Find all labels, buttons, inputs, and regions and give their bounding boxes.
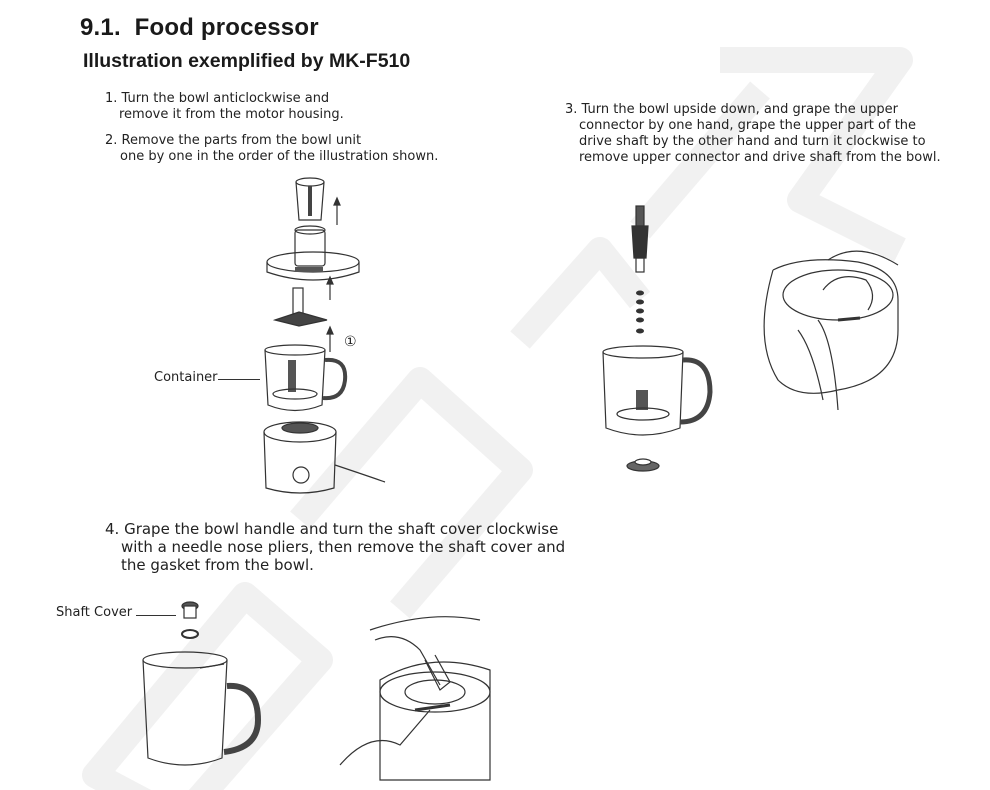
- shaft-cover-leader-line: [136, 615, 176, 616]
- container-leader-line: [218, 379, 260, 380]
- up-arrow-2: [326, 275, 334, 300]
- exploded-parts-illustration: [263, 177, 386, 494]
- section-heading: 9.1. Food processor: [80, 14, 319, 41]
- bowl: [602, 345, 713, 436]
- hands-turning-illustration: [763, 250, 899, 411]
- container-bowl: [264, 344, 348, 412]
- blade: [272, 287, 328, 327]
- motor-base: [263, 421, 386, 494]
- step-3: 3. Turn the bowl upside down, and grape …: [565, 102, 941, 165]
- subtitle: Illustration exemplified by MK-F510: [83, 50, 411, 72]
- step-2: 2. Remove the parts from the bowl unit o…: [105, 133, 439, 164]
- circle-one-marker: ①: [344, 334, 357, 350]
- bowl-side-view: [142, 651, 262, 766]
- step-1: 1. Turn the bowl anticlockwise and remov…: [105, 91, 344, 122]
- upper-connector-illustration: [602, 205, 899, 472]
- lid: [266, 225, 360, 281]
- shaft-cover-label: Shaft Cover: [56, 605, 133, 620]
- up-arrow-1: [333, 196, 341, 225]
- pliers-illustration: [339, 616, 491, 781]
- container-label: Container: [154, 370, 218, 385]
- up-arrow-3: [326, 325, 334, 352]
- shaft-cover: [181, 601, 199, 639]
- step-4: 4. Grape the bowl handle and turn the sh…: [105, 520, 566, 574]
- shaft-base: [626, 458, 660, 472]
- gasket-dots: [636, 290, 644, 334]
- shaft-cover-illustration: [142, 601, 262, 766]
- drive-shaft: [631, 205, 649, 273]
- pusher: [295, 177, 325, 221]
